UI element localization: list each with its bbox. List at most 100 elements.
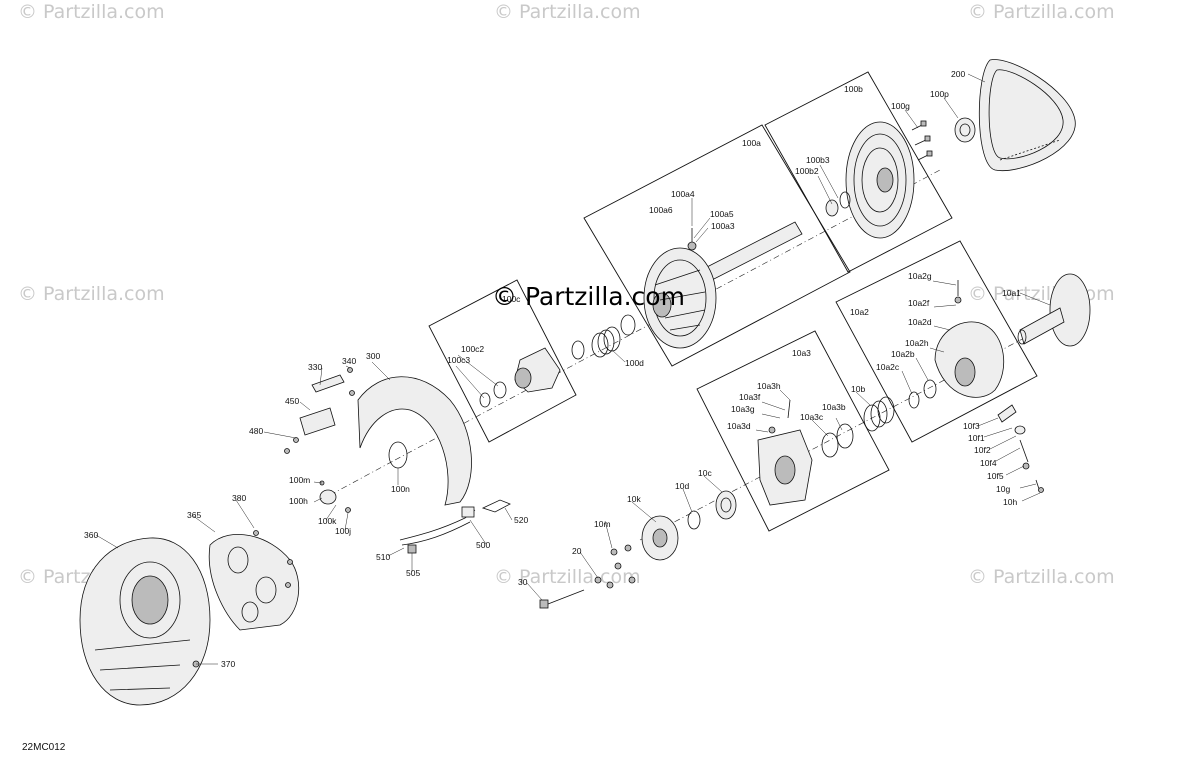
- assembly-label-100a: 100a: [742, 138, 761, 148]
- watermark-text: © Partzilla.com: [18, 283, 165, 305]
- bearing-100p: [954, 117, 976, 143]
- callout-100a3: 100a3: [711, 221, 735, 231]
- moveable-sheave-100a: [643, 221, 803, 349]
- callout-10f4: 10f4: [980, 458, 997, 468]
- drive-belt: [978, 59, 1076, 172]
- watermark-text: © Partzilla.com: [968, 566, 1115, 588]
- callout-20: 20: [572, 546, 582, 556]
- assembly-box-100a: [583, 124, 851, 367]
- spider-100c: [479, 347, 561, 408]
- callout-10a2f: 10a2f: [908, 298, 930, 308]
- diagram-code: 22MC012: [22, 742, 66, 753]
- assembly-box-100b: [764, 71, 953, 273]
- callout-480: 480: [249, 426, 263, 436]
- assembly-label-100b: 100b: [844, 84, 863, 94]
- callout-10f2: 10f2: [974, 445, 991, 455]
- callout-10f5: 10f5: [987, 471, 1004, 481]
- callout-200: 200: [951, 69, 965, 79]
- callout-10a2b: 10a2b: [891, 349, 915, 359]
- assembly-box-10a3: [696, 330, 890, 532]
- callout-300: 300: [366, 351, 380, 361]
- watermark-text: © Partzilla.com: [968, 1, 1115, 23]
- callout-10f3: 10f3: [963, 421, 980, 431]
- callout-10a2g: 10a2g: [908, 271, 932, 281]
- hub-10k: [641, 515, 679, 561]
- bolts-100g: [911, 120, 933, 161]
- assembly-label-10a2: 10a2: [850, 307, 869, 317]
- assembly-box-100c: [428, 279, 577, 443]
- callout-10m: 10m: [594, 519, 611, 529]
- callout-10g: 10g: [996, 484, 1010, 494]
- callout-100p: 100p: [930, 89, 949, 99]
- sheave-10a2: [908, 280, 1005, 409]
- watermark-text: © Partzilla.com: [494, 1, 641, 23]
- callout-30: 30: [518, 577, 528, 587]
- callout-10a2c: 10a2c: [876, 362, 900, 372]
- callout-10b: 10b: [851, 384, 865, 394]
- callout-100k: 100k: [318, 516, 337, 526]
- callout-10a2h: 10a2h: [905, 338, 929, 348]
- ring-10d: [687, 510, 701, 530]
- spring-100d: [571, 314, 636, 360]
- callout-505: 505: [406, 568, 420, 578]
- callout-450: 450: [285, 396, 299, 406]
- callout-100a6: 100a6: [649, 205, 673, 215]
- fixed-sheave-100b: [825, 121, 915, 239]
- assembly-box-10a2: [835, 240, 1038, 443]
- callout-365: 365: [187, 510, 201, 520]
- callout-100d: 100d: [625, 358, 644, 368]
- callout-10a3h: 10a3h: [757, 381, 781, 391]
- callout-100b3: 100b3: [806, 155, 830, 165]
- callout-10a3g: 10a3g: [731, 404, 755, 414]
- callout-100g: 100g: [891, 101, 910, 111]
- callout-500: 500: [476, 540, 490, 550]
- callout-10k: 10k: [627, 494, 641, 504]
- assembly-label-10a3: 10a3: [792, 348, 811, 358]
- callout-360: 360: [84, 530, 98, 540]
- callout-10a2d: 10a2d: [908, 317, 932, 327]
- cover-300: [357, 376, 472, 506]
- callout-100m: 100m: [289, 475, 310, 485]
- callout-10a3b: 10a3b: [822, 402, 846, 412]
- rollers-10f: [997, 404, 1044, 493]
- callout-510: 510: [376, 552, 390, 562]
- cam-10a3: [757, 399, 854, 506]
- callout-370: 370: [221, 659, 235, 669]
- callout-520: 520: [514, 515, 528, 525]
- callout-10a3f: 10a3f: [739, 392, 761, 402]
- callout-100c3: 100c3: [447, 355, 470, 365]
- callout-10d: 10d: [675, 481, 689, 491]
- watermark-center: © Partzilla.com: [492, 282, 685, 311]
- callout-10a3c: 10a3c: [800, 412, 824, 422]
- leader-lines: [95, 73, 1051, 665]
- callout-100j: 100j: [335, 526, 351, 536]
- callout-380: 380: [232, 493, 246, 503]
- callout-100c2: 100c2: [461, 344, 484, 354]
- housing-360: [79, 537, 211, 706]
- callout-10a3d: 10a3d: [727, 421, 751, 431]
- plate-365: [208, 530, 300, 631]
- bolt-30: [539, 589, 585, 609]
- bolts-10m: [594, 544, 636, 589]
- assembly-label-100c: 100c: [502, 294, 521, 304]
- callout-330: 330: [308, 362, 322, 372]
- watermark-text: © Partzilla.com: [494, 566, 641, 588]
- callout-100a5: 100a5: [710, 209, 734, 219]
- bracket-330: [311, 367, 355, 396]
- bearing-10c: [715, 490, 737, 520]
- bracket-450: [284, 407, 336, 454]
- watermark-text: © Partzilla.com: [18, 1, 165, 23]
- sensor-100h: [319, 480, 351, 513]
- callout-10f1: 10f1: [968, 433, 985, 443]
- callout-100a4: 100a4: [671, 189, 695, 199]
- callout-10c: 10c: [698, 468, 712, 478]
- callout-100b2: 100b2: [795, 166, 819, 176]
- callout-340: 340: [342, 356, 356, 366]
- callout-100h: 100h: [289, 496, 308, 506]
- sheave-10a1: [1017, 273, 1091, 347]
- callout-100n: 100n: [391, 484, 410, 494]
- callout-10a1: 10a1: [1002, 288, 1021, 298]
- harness-500: [399, 499, 511, 554]
- center-axis: [329, 459, 396, 496]
